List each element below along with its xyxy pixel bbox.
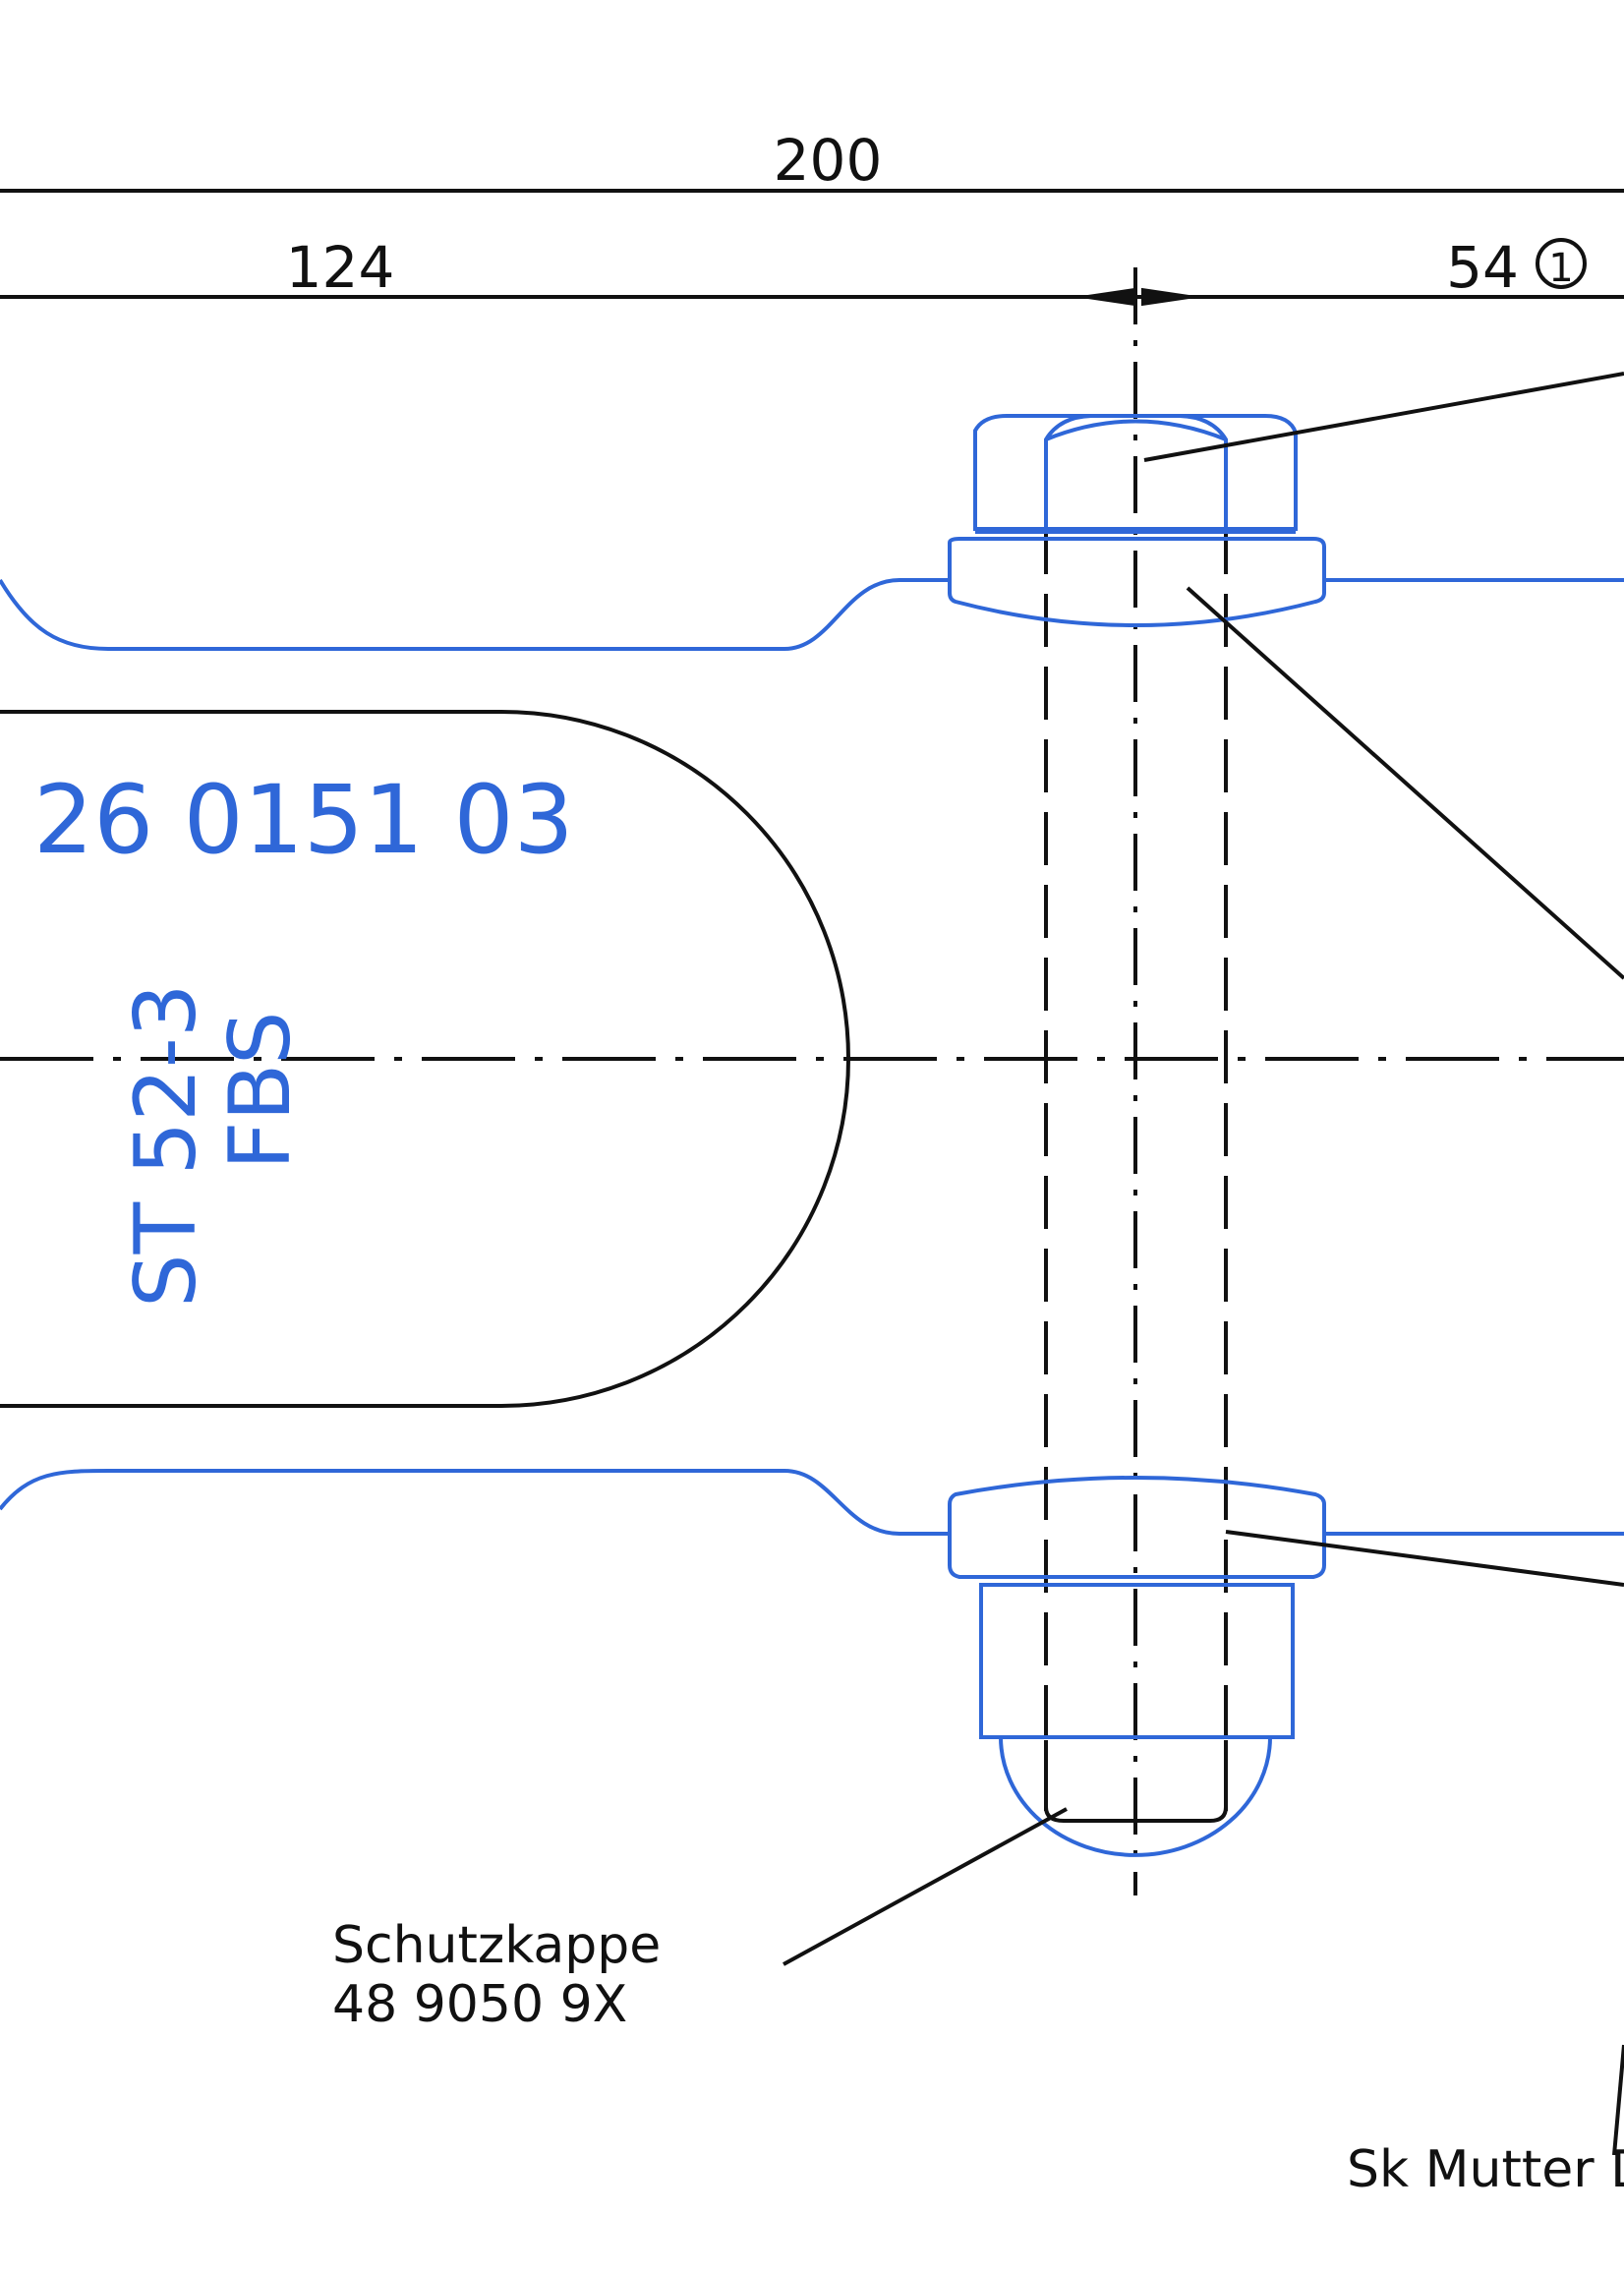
callout-marker-number: 1 (1548, 246, 1573, 291)
cap-number-label: 48 9050 9X (332, 1975, 627, 2034)
upper-hex-nut (948, 414, 1326, 627)
nut-callout-label: Sk Mutter D (1347, 2140, 1624, 2199)
lower-nut-body (979, 1583, 1295, 1739)
lower-washer (948, 1476, 1326, 1579)
cap-leader-line (783, 1807, 1068, 1966)
bolt-end (1044, 1740, 1228, 1823)
lower-plate-outline (0, 1469, 949, 1536)
center-lines (0, 267, 1624, 1895)
right-dimension-value: 54 (1446, 234, 1519, 301)
dimension-group (0, 189, 1624, 307)
plate-outlines (0, 578, 1624, 1536)
nut-leader-line (1143, 372, 1624, 462)
upper-plate-outline (0, 578, 949, 651)
washer-leader-line (1186, 586, 1624, 980)
lower-washer-leader-line (1225, 1530, 1624, 1587)
upper-nut-face-curves (1044, 414, 1228, 529)
material-grade-label: ST 52-3 (117, 983, 215, 1308)
slot-outline (0, 710, 850, 1408)
lower-nut-assembly (948, 1476, 1326, 1857)
nut-label-leader-line (1612, 2044, 1624, 2156)
part-number-label: 26 0151 03 (33, 765, 574, 875)
protective-cap-dome (999, 1736, 1272, 1857)
right-arrowhead-icon (1141, 287, 1196, 307)
cap-title-label: Schutzkappe (332, 1916, 661, 1975)
overall-dimension-value: 200 (774, 127, 883, 194)
callout-marker-circle (1536, 238, 1587, 289)
leader-lines (783, 372, 1624, 2156)
upper-washer (948, 537, 1326, 627)
material-finish-label: FBS (211, 1011, 310, 1170)
left-dimension-value: 124 (286, 234, 395, 301)
